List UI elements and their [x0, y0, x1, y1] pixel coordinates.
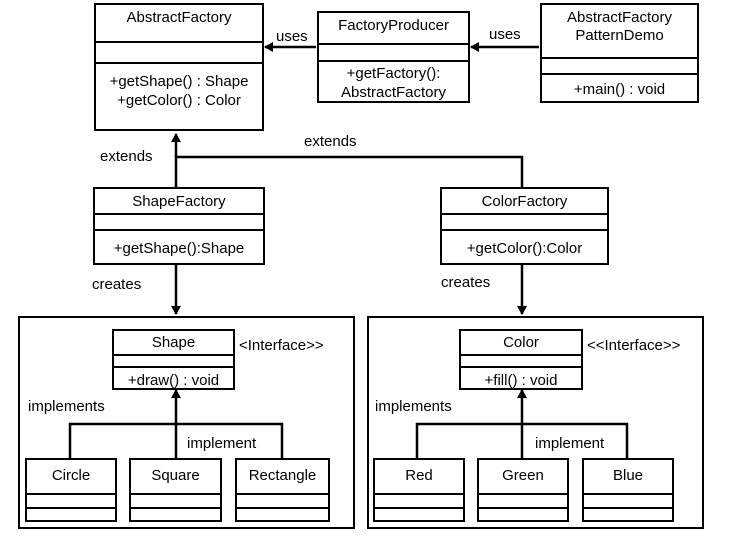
color-factory-class: ColorFactory +getColor():Color [440, 187, 609, 265]
factory-producer-op-2: AbstractFactory [340, 84, 447, 101]
uses-label-right: uses [489, 26, 521, 43]
pattern-demo-class: AbstractFactory PatternDemo +main() : vo… [540, 3, 699, 103]
pattern-demo-name: AbstractFactory PatternDemo [542, 5, 697, 57]
extends-connector [174, 155, 524, 187]
red-attributes [375, 493, 463, 507]
abstract-factory-attributes [96, 41, 262, 62]
implements-label-right: implements [375, 398, 452, 415]
factory-producer-class: FactoryProducer +getFactory(): AbstractF… [317, 11, 470, 103]
color-package-frame [367, 316, 704, 529]
circle-name: Circle [51, 467, 91, 484]
pattern-demo-name-line-1: AbstractFactory [566, 9, 673, 26]
creates-label-left: creates [92, 276, 142, 293]
shape-stereotype-label: <Interface>> [239, 337, 324, 354]
factory-producer-op-1: +getFactory(): [346, 65, 441, 82]
color-factory-attributes [442, 213, 607, 229]
shape-factory-class: ShapeFactory +getShape():Shape [93, 187, 265, 265]
shape-interface-class: Shape +draw() : void [112, 329, 235, 390]
color-interface-op-1: +fill() : void [484, 372, 558, 389]
abstract-factory-op-1: +getShape() : Shape [109, 73, 249, 90]
abstract-factory-name: AbstractFactory [126, 9, 232, 26]
blue-operations [584, 507, 672, 520]
abstract-factory-operations: +getShape() : Shape +getColor() : Color [96, 62, 262, 110]
rectangle-name: Rectangle [248, 467, 317, 484]
shape-package-frame [18, 316, 355, 529]
green-name: Green [502, 467, 544, 484]
shape-factory-op-1: +getShape():Shape [113, 240, 245, 257]
green-operations [479, 507, 567, 520]
blue-attributes [584, 493, 672, 507]
shape-factory-name: ShapeFactory [132, 193, 226, 210]
factory-producer-name: FactoryProducer [338, 17, 449, 34]
pattern-demo-name-line-2: PatternDemo [575, 27, 664, 44]
green-class: Green [477, 458, 569, 522]
circle-class: Circle [25, 458, 117, 522]
color-factory-operations: +getColor():Color [442, 229, 607, 258]
color-interface-class: Color +fill() : void [459, 329, 583, 390]
implement-label-left: implement [187, 435, 257, 452]
pattern-demo-op-1: +main() : void [573, 81, 666, 98]
green-attributes [479, 493, 567, 507]
shape-interface-name: Shape [151, 334, 196, 351]
implements-label-left: implements [28, 398, 105, 415]
color-factory-op-1: +getColor():Color [466, 240, 583, 257]
factory-producer-operations: +getFactory(): AbstractFactory [319, 60, 468, 102]
shape-interface-attributes [114, 354, 233, 366]
rectangle-class: Rectangle [235, 458, 330, 522]
square-operations [131, 507, 220, 520]
implement-label-right: implement [535, 435, 605, 452]
red-operations [375, 507, 463, 520]
creates-label-right: creates [441, 274, 491, 291]
shape-factory-attributes [95, 213, 263, 229]
color-factory-name: ColorFactory [481, 193, 568, 210]
square-attributes [131, 493, 220, 507]
color-interface-operations: +fill() : void [461, 366, 581, 390]
color-stereotype-label: <<Interface>> [587, 337, 681, 354]
abstract-factory-class: AbstractFactory +getShape() : Shape +get… [94, 3, 264, 131]
blue-class: Blue [582, 458, 674, 522]
rectangle-operations [237, 507, 328, 520]
pattern-demo-operations: +main() : void [542, 73, 697, 99]
uses-label-left: uses [276, 28, 308, 45]
red-class: Red [373, 458, 465, 522]
square-class: Square [129, 458, 222, 522]
abstract-factory-op-2: +getColor() : Color [117, 92, 241, 109]
pattern-demo-attributes [542, 57, 697, 73]
extends-label-left: extends [100, 148, 153, 165]
rectangle-attributes [237, 493, 328, 507]
shape-interface-op-1: +draw() : void [127, 372, 220, 389]
color-interface-name: Color [503, 334, 539, 351]
circle-attributes [27, 493, 115, 507]
factory-producer-attributes [319, 43, 468, 60]
square-name: Square [151, 467, 200, 484]
extends-label-top: extends [304, 133, 357, 150]
circle-operations [27, 507, 115, 520]
color-interface-attributes [461, 354, 581, 366]
red-name: Red [405, 467, 433, 484]
blue-name: Blue [612, 467, 644, 484]
shape-interface-operations: +draw() : void [114, 366, 233, 390]
shape-factory-operations: +getShape():Shape [95, 229, 263, 258]
